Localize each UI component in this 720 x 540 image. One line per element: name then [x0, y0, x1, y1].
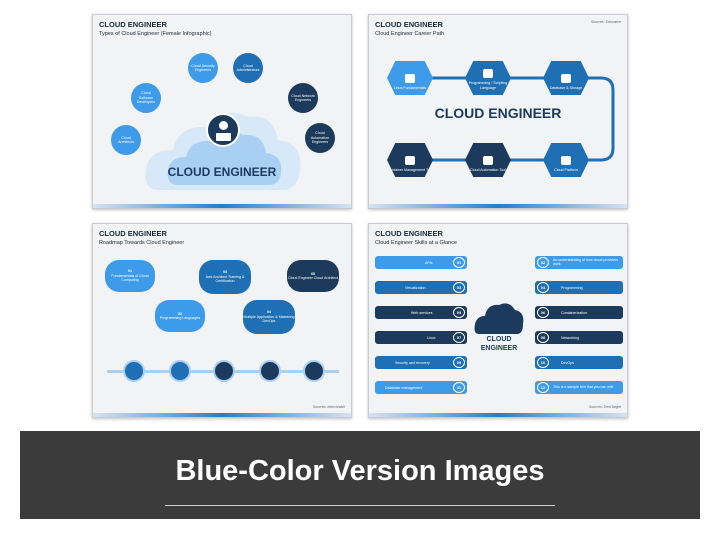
- center-cloud: [474, 303, 524, 334]
- person-icon: [219, 121, 228, 130]
- slide-subtitle: Cloud Engineer Skills at a Glance: [375, 240, 457, 246]
- laptop-icon: [216, 133, 231, 141]
- slide-thumbnail-skills[interactable]: CLOUD ENGINEER Cloud Engineer Skills at …: [368, 223, 628, 418]
- slide-accent-bar: [369, 204, 627, 208]
- slide-title: CLOUD ENGINEER: [375, 20, 443, 29]
- step-container: Container Management Tool: [387, 143, 433, 177]
- node-code-icon: [169, 360, 191, 382]
- bubble-admin: Cloud Administrators: [233, 53, 263, 83]
- step-linux: Linux Fundamentals: [387, 61, 433, 95]
- cloud-illustration: [145, 112, 301, 190]
- center-label-line1: CLOUD: [486, 336, 512, 343]
- slide-subtitle: Roadmap Towards Cloud Engineer: [99, 240, 185, 246]
- bubble-software: Cloud Software Developers: [131, 83, 161, 113]
- cloud-icon: [561, 155, 571, 165]
- step-platform: Cloud Platform: [543, 143, 589, 177]
- code-icon: [483, 69, 493, 79]
- slide-subtitle: Types of Cloud Engineer (Female Infograp…: [99, 31, 212, 37]
- slide-title: CLOUD ENGINEER: [375, 229, 443, 238]
- slide-accent-bar: [93, 413, 351, 417]
- banner-underline: [165, 505, 555, 506]
- path-track: [397, 76, 615, 162]
- slide-accent-bar: [93, 204, 351, 208]
- center-label: CLOUD ENGINEER: [434, 105, 562, 121]
- bubble-network: Cloud Network Engineers: [288, 83, 318, 113]
- step-automation: Cloud Automation Tool: [465, 143, 511, 177]
- node-certificate-icon: [213, 360, 235, 382]
- center-label-line2: ENGINEER: [480, 345, 518, 352]
- database-icon: [561, 73, 571, 83]
- bubble-automation: Cloud Automation Engineers: [305, 123, 335, 153]
- step-database: Database & Storage: [543, 61, 589, 95]
- container-icon: [405, 155, 415, 165]
- slide-title: CLOUD ENGINEER: [99, 20, 167, 29]
- slide-accent-bar: [369, 413, 627, 417]
- step-programming: Programming / Scripting Language: [465, 61, 511, 95]
- slide-subtitle: Cloud Engineer Career Path: [375, 31, 445, 37]
- bubble-architects: Cloud Architects: [111, 125, 141, 155]
- node-cloud-icon: [123, 360, 145, 382]
- linux-icon: [405, 73, 415, 83]
- caption-banner: Blue-Color Version Images: [20, 431, 700, 519]
- center-label: CLOUD ENGINEER: [167, 165, 277, 179]
- source-note: Sources: Educative: [590, 20, 621, 24]
- source-note: Sources: interviewbit: [312, 405, 345, 409]
- banner-title: Blue-Color Version Images: [175, 455, 545, 487]
- slide-thumbnail-career-path[interactable]: CLOUD ENGINEER Cloud Engineer Career Pat…: [368, 14, 628, 209]
- slide-thumbnail-types[interactable]: CLOUD ENGINEER Types of Cloud Engineer (…: [92, 14, 352, 209]
- slide-title: CLOUD ENGINEER: [99, 229, 167, 238]
- engineer-avatar-circle: [206, 113, 240, 147]
- cloud-gear-icon: [483, 155, 493, 165]
- node-cloud-rain-icon: [303, 360, 325, 382]
- node-cloud-gear-icon: [259, 360, 281, 382]
- bubble-security: Cloud Security Engineers: [188, 53, 218, 83]
- source-note: Sources: TechTarget: [588, 405, 621, 409]
- slide-thumbnail-roadmap[interactable]: CLOUD ENGINEER Roadmap Towards Cloud Eng…: [92, 223, 352, 418]
